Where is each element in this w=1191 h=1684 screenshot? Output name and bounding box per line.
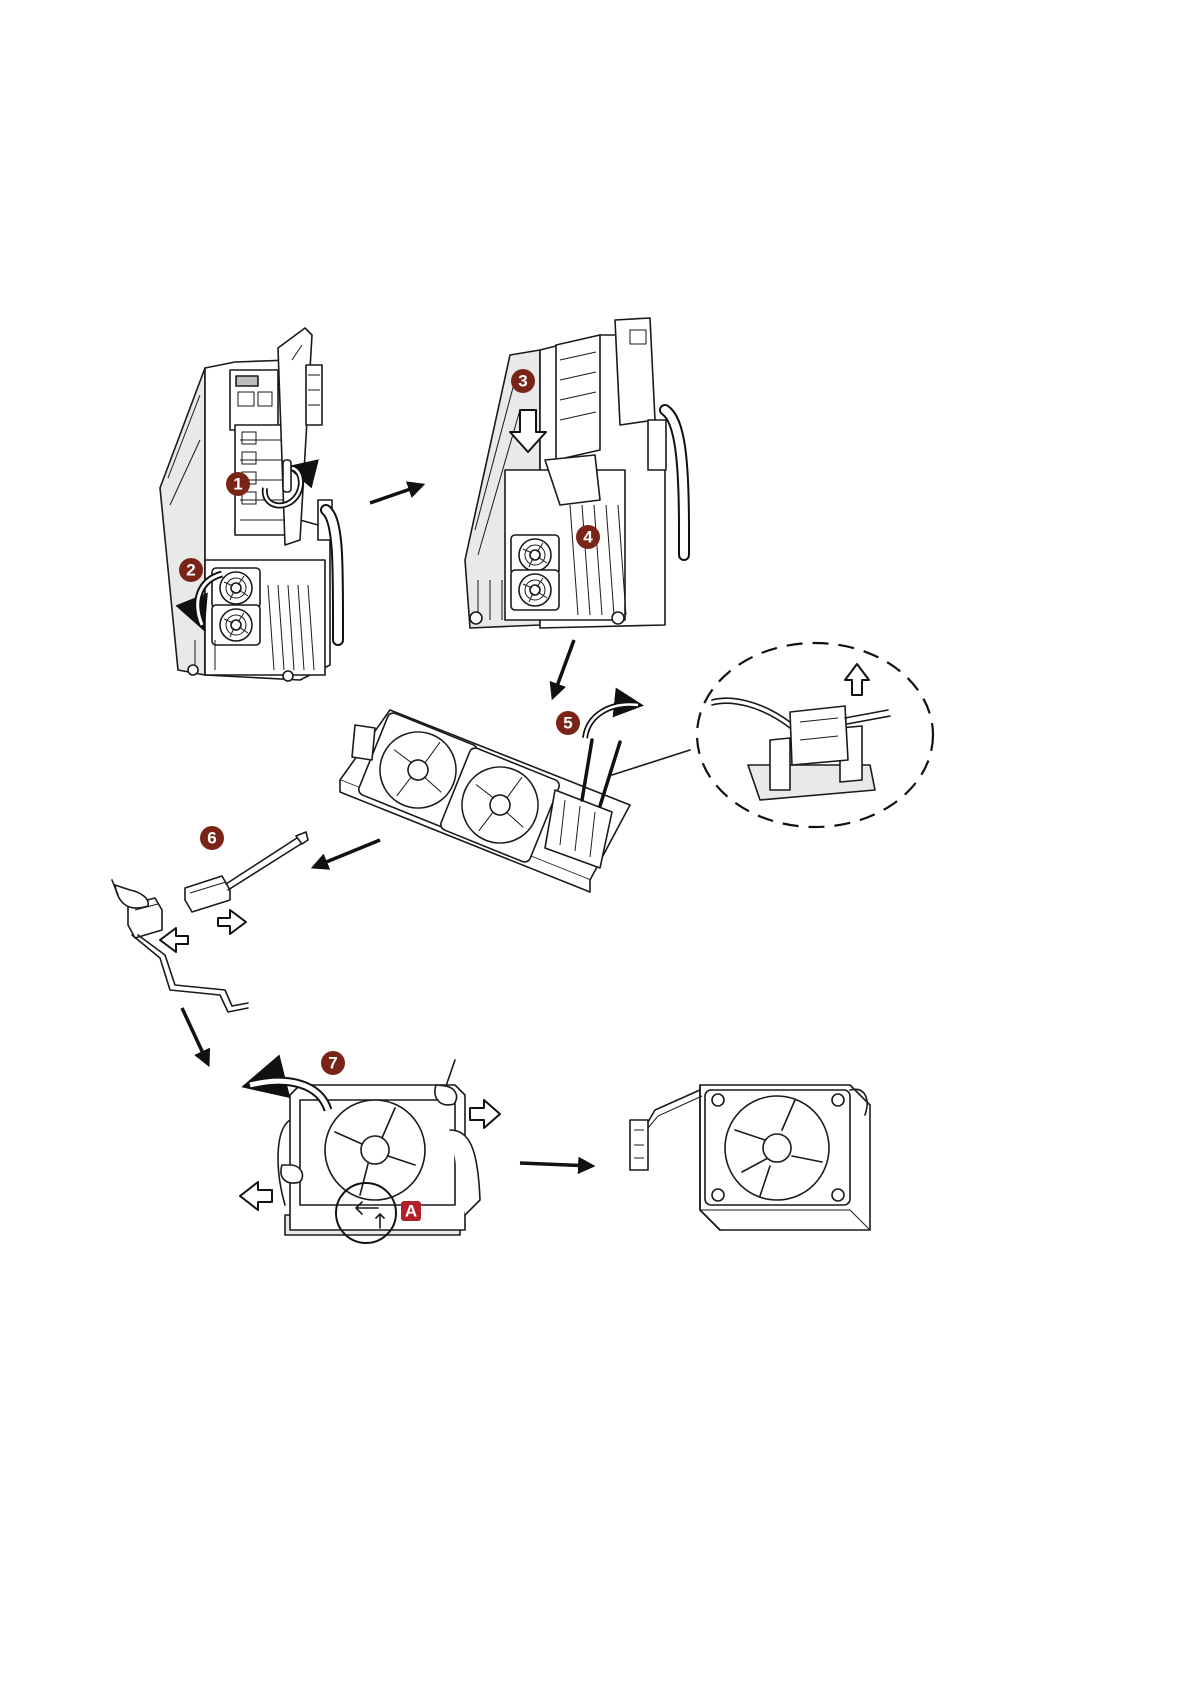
step-badge-3: 3 <box>511 369 535 393</box>
callout-badge-a: A <box>401 1201 421 1221</box>
fan-unclip-illustration <box>240 1060 500 1243</box>
step-badge-5: 5 <box>556 711 580 735</box>
flow-arrow-3 <box>314 840 380 867</box>
plug-disconnect-illustration <box>112 832 308 1012</box>
svg-text:7: 7 <box>328 1054 337 1073</box>
step-badge-7: 7 <box>321 1051 345 1075</box>
step-badge-2: 2 <box>179 558 203 582</box>
svg-text:6: 6 <box>207 829 216 848</box>
svg-text:5: 5 <box>563 714 572 733</box>
svg-text:3: 3 <box>518 372 527 391</box>
flow-arrow-4 <box>182 1008 208 1064</box>
drive-cover-open-illustration <box>160 328 338 681</box>
svg-text:A: A <box>405 1202 417 1221</box>
connector-detail-view <box>697 643 933 827</box>
step-badge-4: 4 <box>576 525 600 549</box>
step-badge-6: 6 <box>200 826 224 850</box>
replacement-fan-illustration <box>630 1085 870 1230</box>
svg-text:4: 4 <box>583 528 593 547</box>
fan-tray-removed-illustration <box>340 705 690 892</box>
svg-text:2: 2 <box>186 561 195 580</box>
step-badge-1: 1 <box>226 472 250 496</box>
drive-fan-tray-illustration <box>465 318 684 628</box>
flow-arrow-5 <box>520 1163 592 1166</box>
svg-text:1: 1 <box>233 475 242 494</box>
flow-arrow-2 <box>553 640 574 697</box>
flow-arrow-1 <box>370 485 422 503</box>
